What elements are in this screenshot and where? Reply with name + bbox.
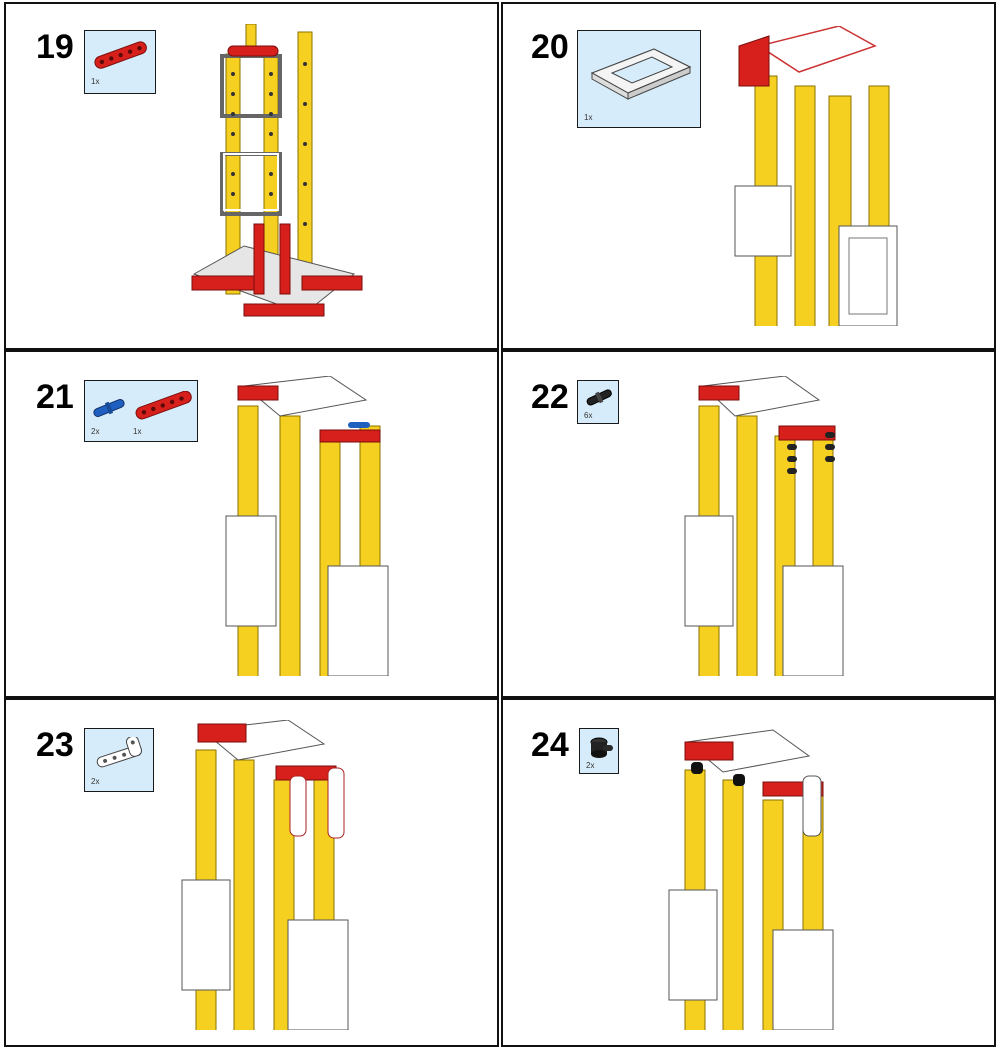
step-number: 19 — [36, 28, 74, 66]
parts-callout: 2x — [579, 728, 619, 774]
step-number: 23 — [36, 726, 74, 764]
step-panel-21: 21 2x 1x — [4, 350, 499, 698]
assembly-illustration — [191, 24, 363, 317]
parts-callout: 2x 1x — [84, 380, 198, 442]
black-bushing-icon — [590, 737, 613, 758]
part-quantity: 2x — [91, 777, 100, 786]
step-panel-24: 24 2x — [501, 698, 996, 1047]
step-number: 24 — [531, 726, 569, 764]
parts-callout: 1x — [577, 30, 701, 128]
parts-callout: 6x — [577, 380, 619, 424]
white-frame-icon — [590, 48, 692, 100]
red-beam-icon — [135, 391, 192, 420]
assembly-illustration — [668, 729, 834, 1030]
step-number: 20 — [531, 28, 569, 66]
part-quantity: 1x — [91, 77, 100, 86]
step-panel-19: 19 1x — [4, 2, 499, 350]
step-panel-20: 20 1x — [501, 2, 996, 350]
red-beam-icon — [94, 41, 147, 69]
step-number: 22 — [531, 378, 569, 416]
parts-callout: 1x — [84, 30, 156, 94]
part-quantity: 2x — [586, 761, 595, 770]
part-quantity: 6x — [584, 411, 593, 420]
step-number: 21 — [36, 378, 74, 416]
assembly-illustration — [684, 376, 844, 676]
step-panel-22: 22 6x — [501, 350, 996, 698]
part-quantity: 2x — [91, 427, 100, 436]
part-quantity: 1x — [584, 113, 593, 122]
assembly-illustration — [225, 376, 389, 676]
assembly-illustration — [734, 26, 898, 326]
part-quantity: 1x — [133, 427, 142, 436]
black-pin-icon — [586, 389, 612, 406]
white-l-beam-icon — [96, 737, 142, 768]
assembly-illustration — [181, 720, 349, 1030]
step-panel-23: 23 2x — [4, 698, 499, 1047]
parts-callout: 2x — [84, 728, 154, 792]
blue-pin-icon — [93, 399, 125, 417]
